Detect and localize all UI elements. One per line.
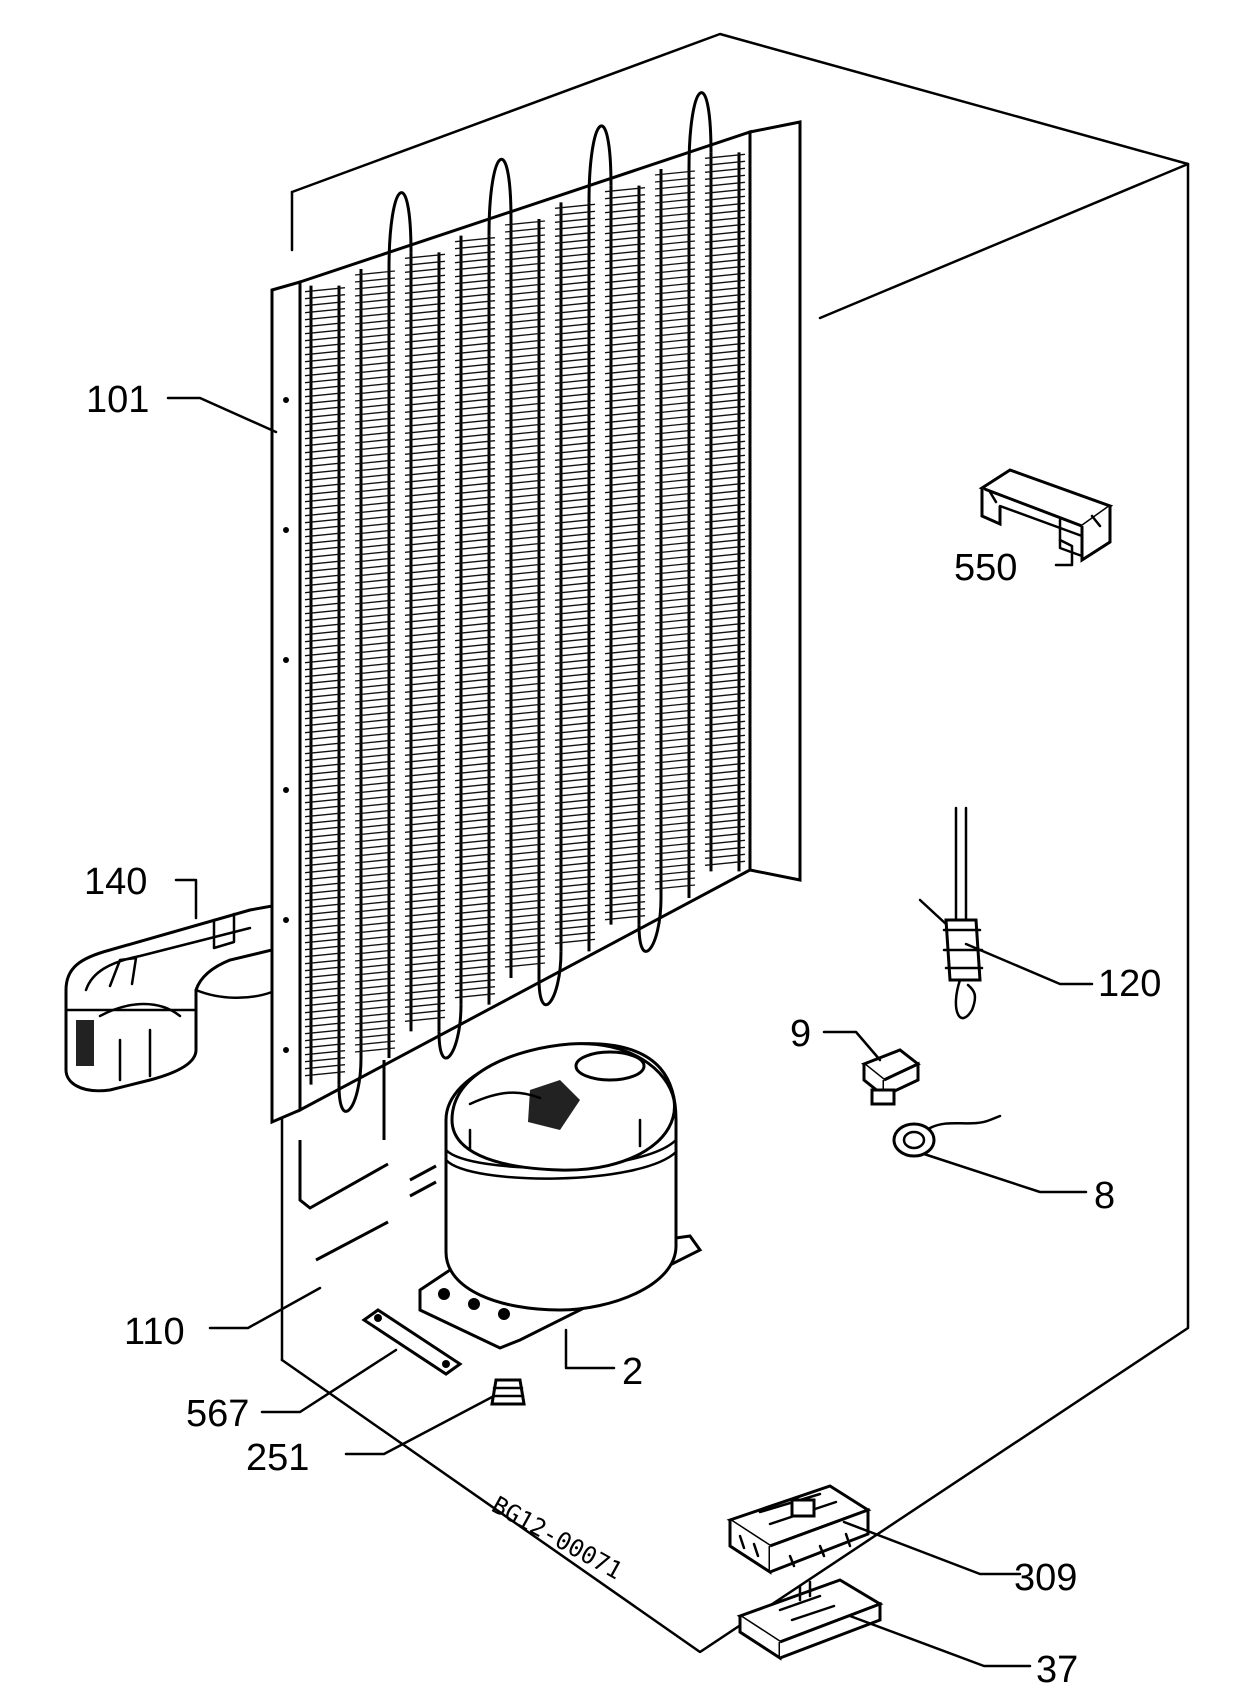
condenser-right-rail <box>748 120 802 882</box>
condenser-bend <box>337 1057 363 1113</box>
condenser-left-rail <box>270 280 302 1125</box>
lamp-socket-8 <box>892 1114 1002 1158</box>
condenser-bend <box>537 951 563 1006</box>
part-label-309: 309 <box>1014 1557 1077 1599</box>
rail-rivet <box>283 787 289 793</box>
leader-120 <box>964 942 1094 986</box>
part-label-2: 2 <box>622 1351 643 1393</box>
part-label-120: 120 <box>1098 963 1161 1005</box>
condenser-bend <box>637 897 663 953</box>
part-label-8: 8 <box>1094 1175 1115 1217</box>
leader-9 <box>822 1030 882 1062</box>
part-label-110: 110 <box>124 1311 185 1353</box>
tubes-110 <box>298 1060 437 1262</box>
condenser-fins <box>654 170 696 890</box>
thermostat-probe-120 <box>918 806 984 1020</box>
bracket-550 <box>978 468 1114 563</box>
condenser-fins <box>504 220 546 968</box>
leader-37 <box>848 1614 1032 1668</box>
leader-101 <box>166 396 278 434</box>
condenser-fins <box>404 253 446 1022</box>
grommet-251 <box>490 1378 526 1406</box>
condenser-bend <box>587 124 613 203</box>
part-labels: 101 550 140 120 9 8 110 2 567 251 309 37 <box>84 379 1161 1691</box>
part-label-101: 101 <box>86 379 149 421</box>
condenser-fins <box>704 153 746 866</box>
leader-2 <box>564 1328 616 1370</box>
leader-110 <box>208 1286 322 1330</box>
condenser-fins <box>604 187 646 921</box>
condenser-fins <box>454 237 496 999</box>
terminal-block-309 <box>726 1484 872 1575</box>
drip-tray-140 <box>64 904 274 1093</box>
condenser-bend <box>487 157 513 236</box>
part-label-37: 37 <box>1036 1649 1078 1691</box>
leader-251 <box>344 1394 496 1456</box>
leader-309 <box>842 1520 1022 1576</box>
leader-lines <box>166 396 1094 1668</box>
strap-567 <box>361 1308 463 1376</box>
condenser-fins <box>354 270 396 1053</box>
drawing-code: BG12-00071 <box>487 1491 627 1586</box>
part-label-550: 550 <box>954 547 1017 589</box>
condenser-bend <box>387 191 413 270</box>
leader-140 <box>174 878 198 920</box>
rail-rivet <box>283 527 289 533</box>
compressor-2 <box>418 1042 703 1350</box>
switch-9 <box>861 1048 921 1106</box>
condenser-fins <box>554 203 596 944</box>
part-label-251: 251 <box>246 1437 309 1479</box>
condenser-fins <box>304 287 346 1077</box>
condenser-bend <box>687 91 713 170</box>
condenser-bend <box>437 1004 463 1060</box>
leader-567 <box>260 1348 398 1414</box>
leader-8 <box>922 1152 1088 1194</box>
leader-550 <box>1054 538 1074 567</box>
part-label-567: 567 <box>186 1393 249 1435</box>
rail-rivet <box>283 397 289 403</box>
part-label-140: 140 <box>84 861 147 903</box>
rail-rivet <box>283 657 289 663</box>
rail-rivet <box>283 1047 289 1053</box>
part-label-9: 9 <box>790 1013 811 1055</box>
rail-rivet <box>283 917 289 923</box>
condenser <box>270 91 802 1125</box>
